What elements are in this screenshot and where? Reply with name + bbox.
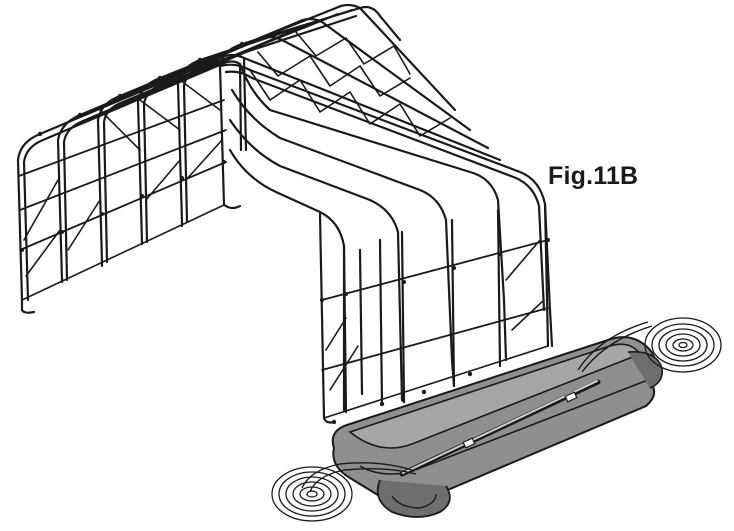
figure-label: Fig.11B [548, 162, 639, 190]
rope-coil-right [644, 317, 722, 373]
rolled-cover [331, 336, 664, 518]
frame-arches [16, 3, 402, 302]
rope-coil-left [271, 466, 353, 522]
cover-rolled-end [376, 479, 451, 518]
steel-frame [16, 3, 554, 425]
tie-down-ropes [271, 317, 722, 522]
frame-side-rails [18, 99, 549, 371]
frame-joints [20, 41, 550, 425]
frame-rear-posts [20, 203, 242, 314]
cover-top-fold [348, 343, 642, 449]
frame-purlins [218, 6, 554, 412]
frame-braces [23, 31, 545, 391]
frame-front-posts [318, 202, 550, 424]
